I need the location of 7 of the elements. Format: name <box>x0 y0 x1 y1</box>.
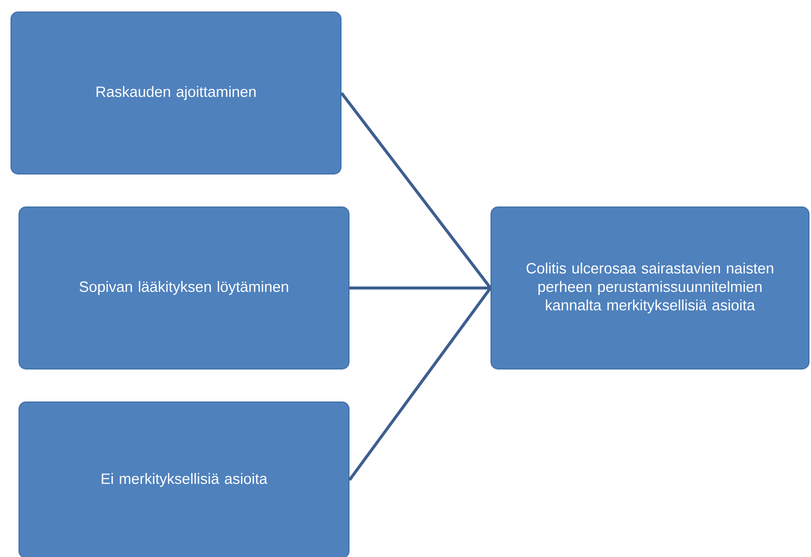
process-box: Raskauden ajoittaminen <box>10 12 342 174</box>
connector-line <box>348 287 492 481</box>
process-box: Sopivan lääkityksen löytäminen <box>18 206 350 370</box>
connector-line <box>340 92 492 289</box>
process-box: Colitis ulcerosaa sairastavien naisten perheen perustamissuunnitelmien kannalta merkityksellisiä asioita <box>490 206 810 370</box>
process-box: Ei merkityksellisiä asioita <box>18 402 350 557</box>
connector-line <box>350 286 490 290</box>
